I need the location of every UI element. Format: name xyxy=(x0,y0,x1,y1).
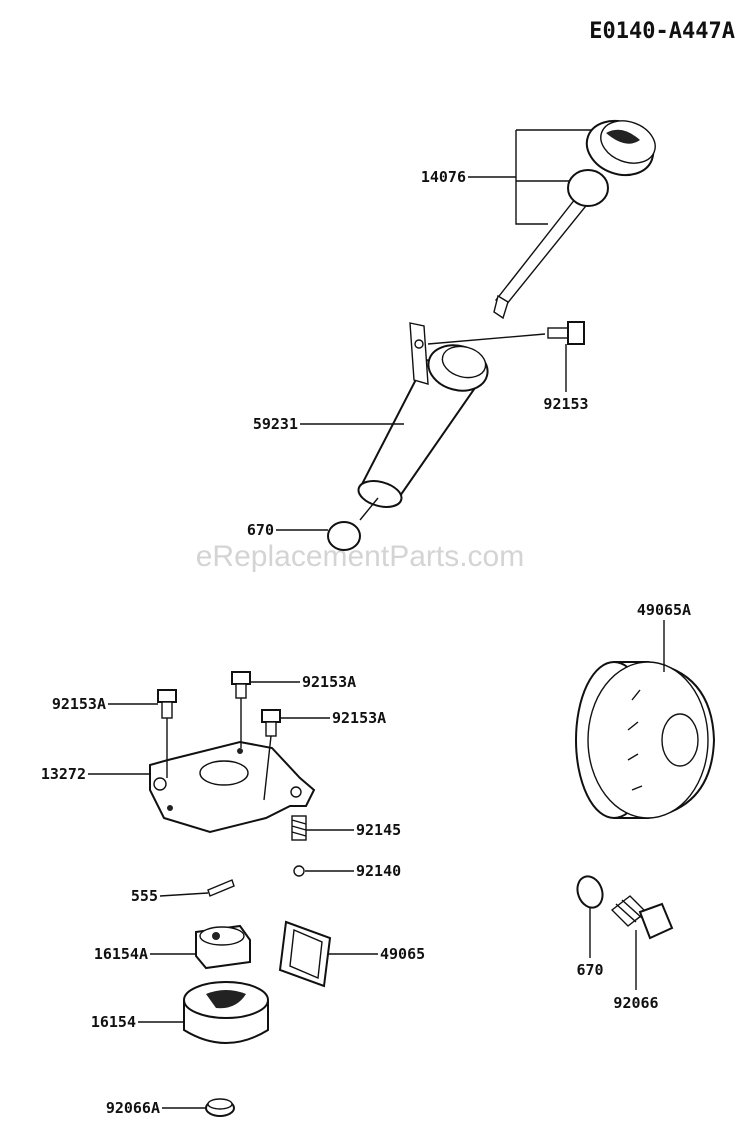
ref-92140[interactable]: 92140 xyxy=(356,862,401,880)
ref-92066[interactable]: 92066 xyxy=(613,994,658,1012)
ref-16154[interactable]: 16154 xyxy=(91,1013,136,1031)
oil-guide-tube-part[interactable] xyxy=(356,322,493,511)
leader-670-to-tube xyxy=(359,497,379,521)
gasket-49065-part[interactable] xyxy=(278,920,332,988)
ref-92145[interactable]: 92145 xyxy=(356,821,401,839)
dipstick-part[interactable] xyxy=(493,112,661,320)
ball-92140-part[interactable] xyxy=(293,865,305,877)
plug-92066-part[interactable] xyxy=(610,895,674,940)
ref-92066A[interactable]: 92066A xyxy=(106,1099,160,1117)
o-ring-670-bottom-part[interactable] xyxy=(573,873,606,911)
ref-49065A[interactable]: 49065A xyxy=(637,601,691,619)
ref-670-top[interactable]: 670 xyxy=(247,521,274,539)
bolt-92153A-top-part[interactable] xyxy=(231,671,251,699)
o-ring-670-top-part[interactable] xyxy=(327,521,361,551)
ref-16154A[interactable]: 16154A xyxy=(94,945,148,963)
ref-92153A-left[interactable]: 92153A xyxy=(52,695,106,713)
pin-555-part[interactable] xyxy=(207,879,235,897)
ref-92153[interactable]: 92153 xyxy=(543,395,588,413)
bolt-92153A-right-part[interactable] xyxy=(261,709,281,737)
ref-49065[interactable]: 49065 xyxy=(380,945,425,963)
leader-92153A-right-drop xyxy=(263,735,272,801)
leader-14076-b xyxy=(515,130,548,225)
ref-92153A-top[interactable]: 92153A xyxy=(302,673,356,691)
ref-13272[interactable]: 13272 xyxy=(41,765,86,783)
bolt-92153-part[interactable] xyxy=(547,321,585,345)
ref-59231[interactable]: 59231 xyxy=(253,415,298,433)
ref-92153A-right[interactable]: 92153A xyxy=(332,709,386,727)
bolt-92153A-left-part[interactable] xyxy=(157,689,177,719)
outer-rotor-16154-part[interactable] xyxy=(183,981,269,1044)
inner-rotor-16154A-part[interactable] xyxy=(195,924,251,970)
ref-670-bottom[interactable]: 670 xyxy=(576,961,603,979)
oil-filter-part[interactable] xyxy=(575,661,716,819)
ref-14076[interactable]: 14076 xyxy=(421,168,466,186)
spring-92145-part[interactable] xyxy=(291,815,307,841)
leader-92153-bolt xyxy=(427,333,546,345)
watermark: eReplacementParts.com xyxy=(196,540,524,573)
ref-555[interactable]: 555 xyxy=(131,887,158,905)
pump-cover-plate-part[interactable] xyxy=(149,740,316,834)
leader-555 xyxy=(159,892,209,897)
nipple-92066A-part[interactable] xyxy=(205,1098,235,1117)
diagram-id: E0140-A447A xyxy=(589,19,735,44)
